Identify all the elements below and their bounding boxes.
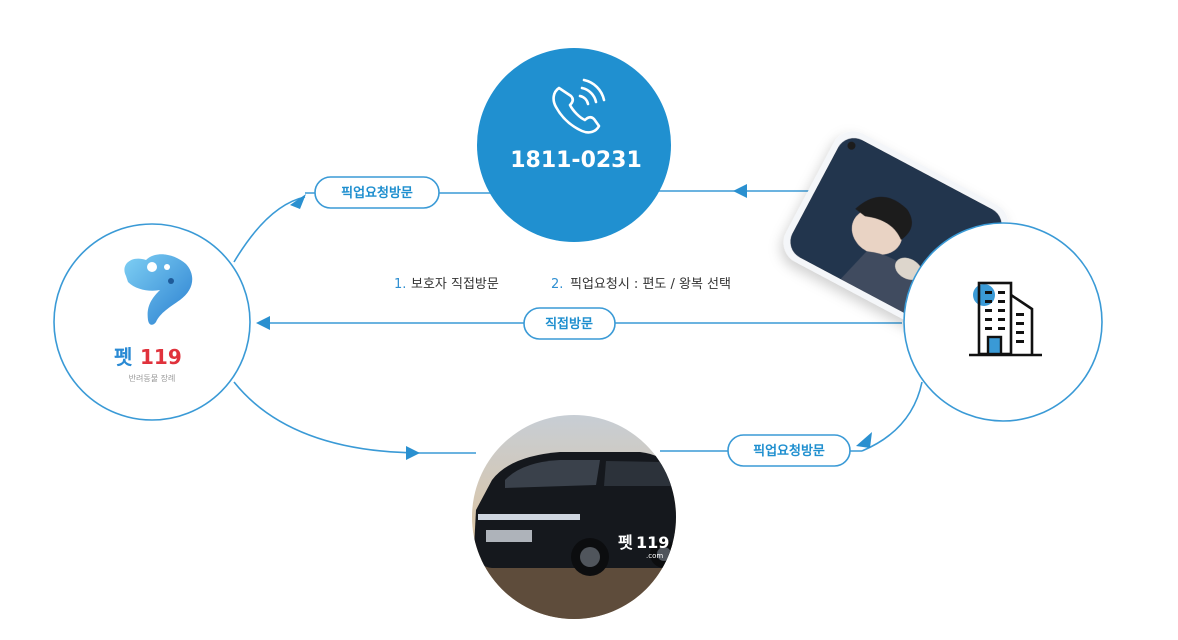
pill-direct-visit: 직접방문 bbox=[523, 307, 616, 340]
logo-name-number: 119 bbox=[140, 345, 182, 369]
dog-head-logo-icon bbox=[124, 254, 193, 325]
arrow-right-bottom bbox=[406, 446, 420, 460]
arrowheads bbox=[256, 184, 872, 460]
pickup-van-photo: 펫 119 .com bbox=[472, 415, 676, 619]
arrow-left-middle bbox=[256, 316, 270, 330]
pet119-logo-circle: 펫 119 반려동물 장례 bbox=[53, 223, 251, 421]
arc-bottom-right bbox=[861, 381, 923, 452]
van-decal-domain: .com bbox=[646, 552, 663, 560]
phone-ringing-icon bbox=[552, 78, 606, 134]
arrow-up-left bbox=[290, 194, 306, 209]
arc-top-left bbox=[233, 196, 306, 263]
pill-pickup-bottom-label: 픽업요청방문 bbox=[753, 443, 825, 459]
step-one-label: 보호자 직접방문 bbox=[411, 277, 499, 292]
logo-tagline: 반려동물 장례 bbox=[129, 373, 176, 383]
phone-number: 1811-0231 bbox=[510, 148, 642, 173]
step-two-label: 픽업요청시 : 편도 / 왕복 선택 bbox=[570, 277, 731, 292]
call-center-circle: 1811-0231 bbox=[477, 48, 671, 242]
pill-pickup-bottom: 픽업요청방문 bbox=[727, 434, 851, 467]
pill-direct-visit-label: 직접방문 bbox=[545, 316, 593, 332]
arrow-up-right bbox=[856, 432, 872, 448]
funeral-home-circle bbox=[903, 222, 1103, 422]
van-decal-number: 119 bbox=[636, 533, 669, 552]
step-two-number: 2. bbox=[551, 277, 563, 292]
building-icon bbox=[969, 281, 1042, 357]
logo-name-korean: 펫 bbox=[114, 345, 132, 369]
van-decal-korean: 펫 bbox=[618, 533, 633, 552]
arc-bottom-left bbox=[233, 381, 421, 454]
arrow-left-top bbox=[733, 184, 747, 198]
step-one-number: 1. bbox=[394, 277, 406, 292]
step-descriptions: 1. 보호자 직접방문 2. 픽업요청시 : 편도 / 왕복 선택 bbox=[394, 277, 731, 292]
pill-pickup-top-label: 픽업요청방문 bbox=[341, 185, 413, 201]
pill-pickup-top: 픽업요청방문 bbox=[314, 176, 440, 209]
